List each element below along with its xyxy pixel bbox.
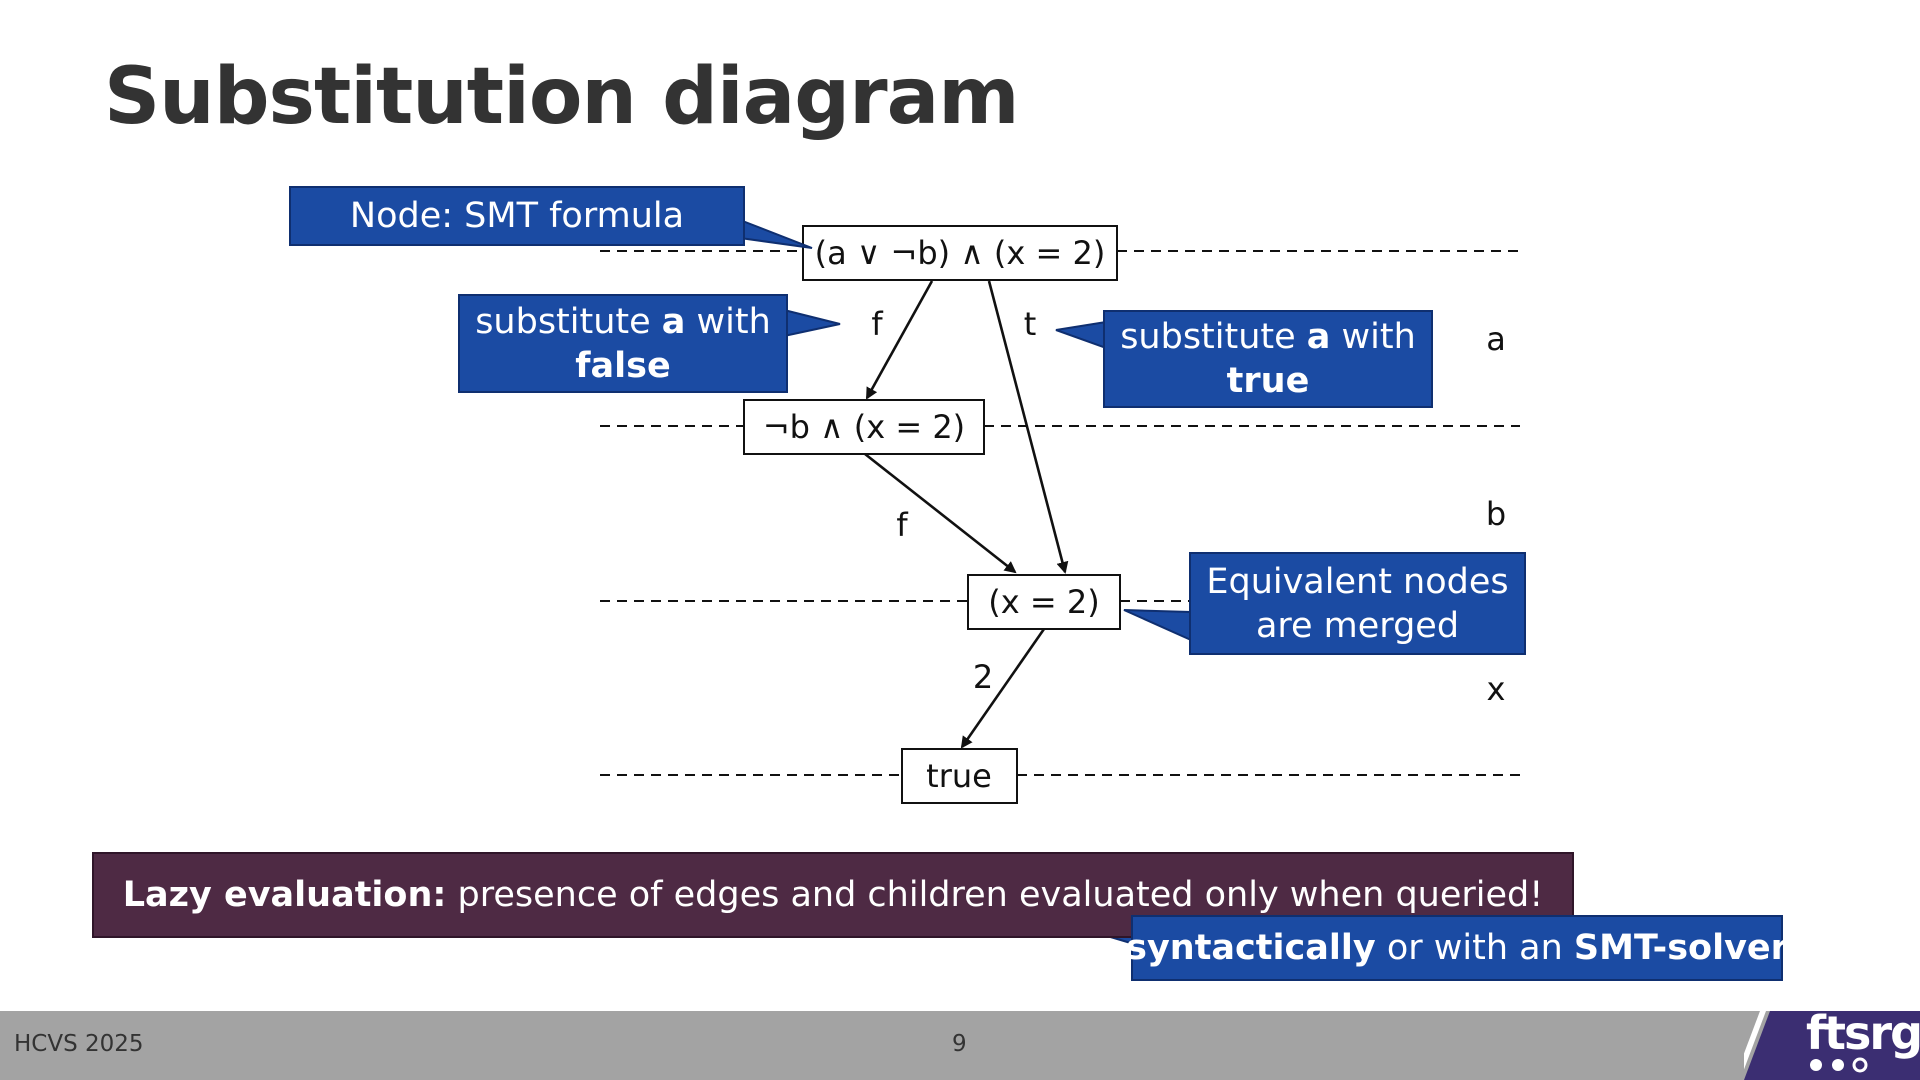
callout-false-var: a: [661, 301, 686, 342]
edge-label-x2-true: 2: [973, 658, 993, 696]
edge-label-root-mid: f: [871, 305, 883, 343]
edge-x2-true: [960, 628, 1046, 749]
node-mid-label: ¬b ∧ (x = 2): [763, 408, 965, 446]
callout-equivalent-line2: are merged: [1255, 605, 1460, 646]
node-true: true: [901, 748, 1018, 804]
edge-label-mid-x2: f: [896, 506, 908, 544]
callout-true-value: true: [1226, 361, 1310, 401]
callout-false-mid: with: [685, 301, 771, 342]
lazy-bold: Lazy evaluation:: [122, 875, 447, 915]
callout-equivalent-line1: Equivalent nodes: [1206, 561, 1509, 602]
callout-true-pointer: [1055, 320, 1107, 350]
edge-mid-x2: [864, 452, 1017, 574]
lazy-rest: presence of edges and children evaluated…: [446, 875, 1544, 915]
callout-equivalent: Equivalent nodes are merged: [1189, 552, 1526, 655]
callout-node: Node: SMT formula: [289, 186, 745, 246]
callout-false-pre: substitute: [475, 301, 662, 342]
edge-label-root-x2: t: [1024, 305, 1037, 343]
footer-conference: HCVS 2025: [14, 1031, 144, 1057]
node-x2-label: (x = 2): [988, 583, 1099, 621]
level-label-b: b: [1486, 495, 1506, 533]
callout-node-pointer: [739, 218, 813, 249]
level-label-a: a: [1486, 320, 1506, 358]
ftsrg-logo: [1744, 1011, 1920, 1080]
edge-root-mid: [865, 280, 934, 400]
callout-true-mid: with: [1330, 317, 1416, 357]
callout-true-pre: substitute: [1120, 317, 1307, 357]
node-x2: (x = 2): [967, 574, 1121, 630]
callout-false-value: false: [575, 345, 671, 386]
node-true-label: true: [926, 757, 992, 795]
callout-equivalent-pointer: [1123, 609, 1192, 642]
node-root: (a ∨ ¬b) ∧ (x = 2): [802, 225, 1118, 281]
solver-bold2: SMT-solver: [1573, 928, 1788, 968]
callout-substitute-false: substitute a with false: [458, 294, 788, 393]
node-root-label: (a ∨ ¬b) ∧ (x = 2): [815, 234, 1106, 272]
callout-substitute-true: substitute a with true: [1103, 310, 1433, 408]
footer-bar: HCVS 2025 9: [0, 1011, 1920, 1080]
node-mid: ¬b ∧ (x = 2): [743, 399, 985, 455]
footer-page-number: 9: [952, 1031, 967, 1057]
callout-true-var: a: [1306, 317, 1331, 357]
callout-false-pointer: [783, 308, 841, 338]
callout-solver: syntactically or with an SMT-solver: [1126, 915, 1788, 981]
level-label-x: x: [1487, 670, 1506, 708]
callout-node-text: Node: SMT formula: [349, 196, 685, 236]
edge-root-x2: [987, 280, 1069, 574]
solver-bold1: syntactically: [1126, 928, 1376, 968]
ftsrg-logo-text: ftsrg: [1806, 1006, 1920, 1060]
solver-mid: or with an: [1375, 928, 1574, 968]
page-title: Substitution diagram: [104, 52, 1020, 142]
